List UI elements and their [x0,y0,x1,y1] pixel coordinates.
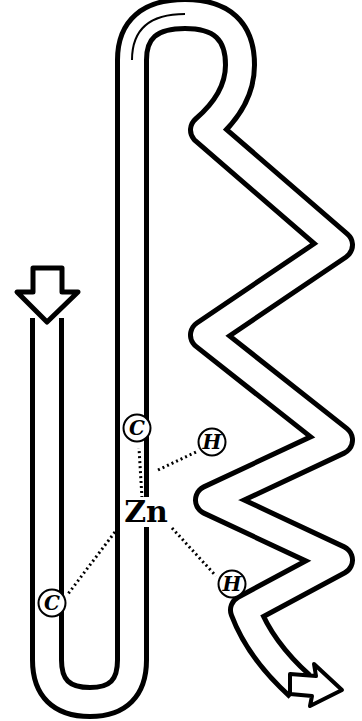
circle-shape [199,429,226,456]
coordination-bond [158,452,196,470]
residue-letter: H [223,574,242,594]
strand-arrowhead [17,268,78,322]
ribbon-outline [47,14,338,702]
residue-letter: H [203,432,222,452]
residue-letter: C [129,418,145,438]
residue-circle: C [37,588,67,618]
circle-shape [219,571,246,598]
metal-label: Zn [122,497,170,527]
tail-arrowhead [290,664,342,706]
coordination-bond [139,448,142,498]
residue-circle: C [122,413,152,443]
residue-circle: H [197,427,227,457]
residue-letter: C [44,593,60,613]
circle-shape [124,415,151,442]
circle-shape [39,590,66,617]
ribbon-edge [132,14,185,60]
coordination-bond [68,528,118,594]
coordination-bond [172,528,216,576]
ribbon-fill [47,14,338,702]
residue-circle: H [217,569,247,599]
